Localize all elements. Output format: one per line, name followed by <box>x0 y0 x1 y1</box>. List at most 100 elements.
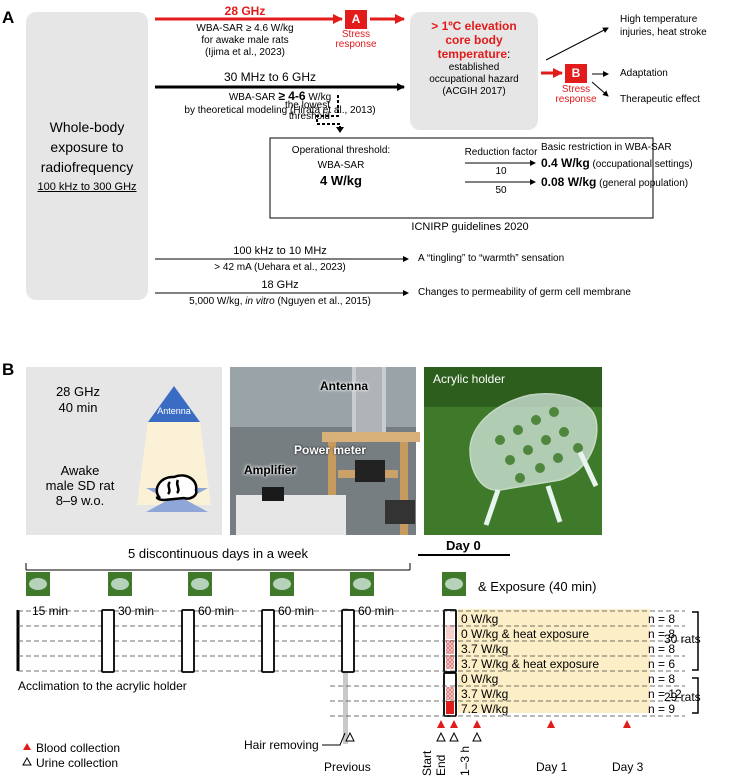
box-b-label: B <box>565 64 587 83</box>
animal-line1: Awake <box>30 463 130 478</box>
session-duration: 30 min <box>118 604 154 618</box>
icnirp-caption: ICNIRP guidelines 2020 <box>400 221 540 233</box>
hazard-title3: temperature <box>438 47 507 61</box>
point-previous: Previous <box>324 760 371 774</box>
acclimation-session <box>102 610 114 672</box>
blood-collection-marker <box>623 720 631 728</box>
group-label: 7.2 W/kg <box>461 702 508 716</box>
source-line1: Whole-body <box>26 117 148 137</box>
days-label: 5 discontinuous days in a week <box>26 546 410 561</box>
hazard-text: > 1ºC elevation core body temperature: e… <box>410 19 538 98</box>
group-n: n = 9 <box>648 702 675 716</box>
holder-thumbnail-shape <box>445 578 463 590</box>
session-duration: 15 min <box>32 604 68 618</box>
black-line1-prefix: WBA-SAR <box>229 92 278 103</box>
acclimation-label: Acclimation to the acrylic holder <box>18 679 187 693</box>
group-n: n = 6 <box>648 657 675 671</box>
group-label: 3.7 W/kg <box>461 687 508 701</box>
exposure-label: & Exposure (40 min) <box>478 579 597 594</box>
hazard-line3: (ACGIH 2017) <box>410 86 538 98</box>
session-duration: 60 min <box>198 604 234 618</box>
schematic-conditions: 28 GHz 40 min <box>34 384 122 416</box>
source-range: 100 kHz to 300 GHz <box>26 177 148 197</box>
group-n: n = 8 <box>648 672 675 686</box>
group-label: 3.7 W/kg & heat exposure <box>461 657 599 671</box>
wba-label: WBA-SAR <box>276 159 406 172</box>
session-duration: 60 min <box>358 604 394 618</box>
point-1-3h: 1–3 h <box>458 746 472 776</box>
outcome-high1: High temperature <box>620 13 707 26</box>
arrow2-bottom-post: (Nguyen et al., 2015) <box>275 296 371 307</box>
freq-30mhz: 30 MHz to 6 GHz <box>190 70 350 84</box>
group-label: 0 W/kg <box>461 672 498 686</box>
gen-row: 0.08 W/kg (general population) <box>541 175 688 189</box>
factor-10: 10 <box>462 166 540 177</box>
occ-value: 0.4 W/kg <box>541 156 590 170</box>
red-line1: WBA-SAR ≥ 4.6 W/kg <box>160 23 330 35</box>
group-n: n = 8 <box>648 627 675 641</box>
point-day1: Day 1 <box>536 760 567 774</box>
outcome-high: High temperature injuries, heat stroke <box>620 13 707 39</box>
source-line3: radiofrequency <box>26 157 148 177</box>
op-value: 4 W/kg <box>276 174 406 187</box>
holder-thumbnail-shape <box>29 578 47 590</box>
arrow2-effect: Changes to permeability of germ cell mem… <box>418 287 631 298</box>
holder-thumbnail-shape <box>353 578 371 590</box>
red-line2: for awake male rats <box>160 35 330 47</box>
freq-28ghz: 28 GHz <box>180 4 310 18</box>
animal-line2: male SD rat <box>30 478 130 493</box>
group-label: 3.7 W/kg <box>461 642 508 656</box>
urine-collection-marker <box>450 733 458 741</box>
occ-label: (occupational settings) <box>590 159 693 170</box>
hazard-title1: > 1ºC elevation <box>410 19 538 33</box>
panel-a-letter: A <box>2 8 14 28</box>
acclimation-session <box>342 610 354 672</box>
group-n: n = 8 <box>648 642 675 656</box>
gen-label: (general population) <box>596 178 688 189</box>
hazard-title2: core body <box>410 33 538 47</box>
operational-threshold: Operational threshold: WBA-SAR 4 W/kg <box>276 144 406 187</box>
arrow-to-high-temp <box>546 28 608 60</box>
photo-power-meter-label: Power meter <box>294 443 366 457</box>
arrow1-top: 100 kHz to 10 MHz <box>160 245 400 257</box>
arrow2-bottom-pre: 5,000 W/kg, <box>189 296 245 307</box>
box-a-label: A <box>345 10 367 29</box>
blood-collection-marker <box>450 720 458 728</box>
arrow1-bottom: > 42 mA (Uehara et al., 2023) <box>160 262 400 273</box>
arrow1-effect: A “tingling” to “warmth” sensation <box>418 253 564 264</box>
acclimation-session <box>262 610 274 672</box>
gen-value: 0.08 W/kg <box>541 175 596 189</box>
acclimation-session <box>182 610 194 672</box>
photo-amplifier-label: Amplifier <box>244 463 296 477</box>
hazard-line1: established <box>410 62 538 74</box>
urine-collection-marker <box>473 733 481 741</box>
animal-line3: 8–9 w.o. <box>30 493 130 508</box>
lowest-threshold: the lowest threshold <box>278 100 330 122</box>
session-duration: 60 min <box>278 604 314 618</box>
arrow2-top: 18 GHz <box>160 279 400 291</box>
occ-row: 0.4 W/kg (occupational settings) <box>541 156 693 170</box>
red-arrow-caption: WBA-SAR ≥ 4.6 W/kg for awake male rats (… <box>160 23 330 59</box>
group-label: 0 W/kg & heat exposure <box>461 627 589 641</box>
holder-label: Acrylic holder <box>433 372 505 386</box>
holder-thumbnail-shape <box>273 578 291 590</box>
box-b-caption: Stress response <box>549 85 603 105</box>
rat-outline <box>157 475 196 500</box>
point-end: End <box>434 755 448 776</box>
box-b-caption2: response <box>549 95 603 105</box>
box-a-caption2: response <box>330 40 382 50</box>
outcome-adaptation: Adaptation <box>620 68 668 79</box>
factor-50: 50 <box>462 185 540 196</box>
point-start: Start <box>420 751 434 776</box>
group-n: n = 12 <box>648 687 682 701</box>
group-n: n = 8 <box>648 612 675 626</box>
holder-photo <box>424 367 602 535</box>
arrow2-bottom-italic: in vitro <box>245 296 274 307</box>
arrow2-bottom: 5,000 W/kg, in vitro (Nguyen et al., 201… <box>160 296 400 307</box>
box-a-caption: Stress response <box>330 30 382 50</box>
source-line2: exposure to <box>26 137 148 157</box>
legend-blood-label: Blood collection <box>36 741 120 755</box>
photo-antenna-label: Antenna <box>320 379 368 393</box>
outcome-high2: injuries, heat stroke <box>620 26 707 39</box>
schematic-duration: 40 min <box>34 400 122 416</box>
